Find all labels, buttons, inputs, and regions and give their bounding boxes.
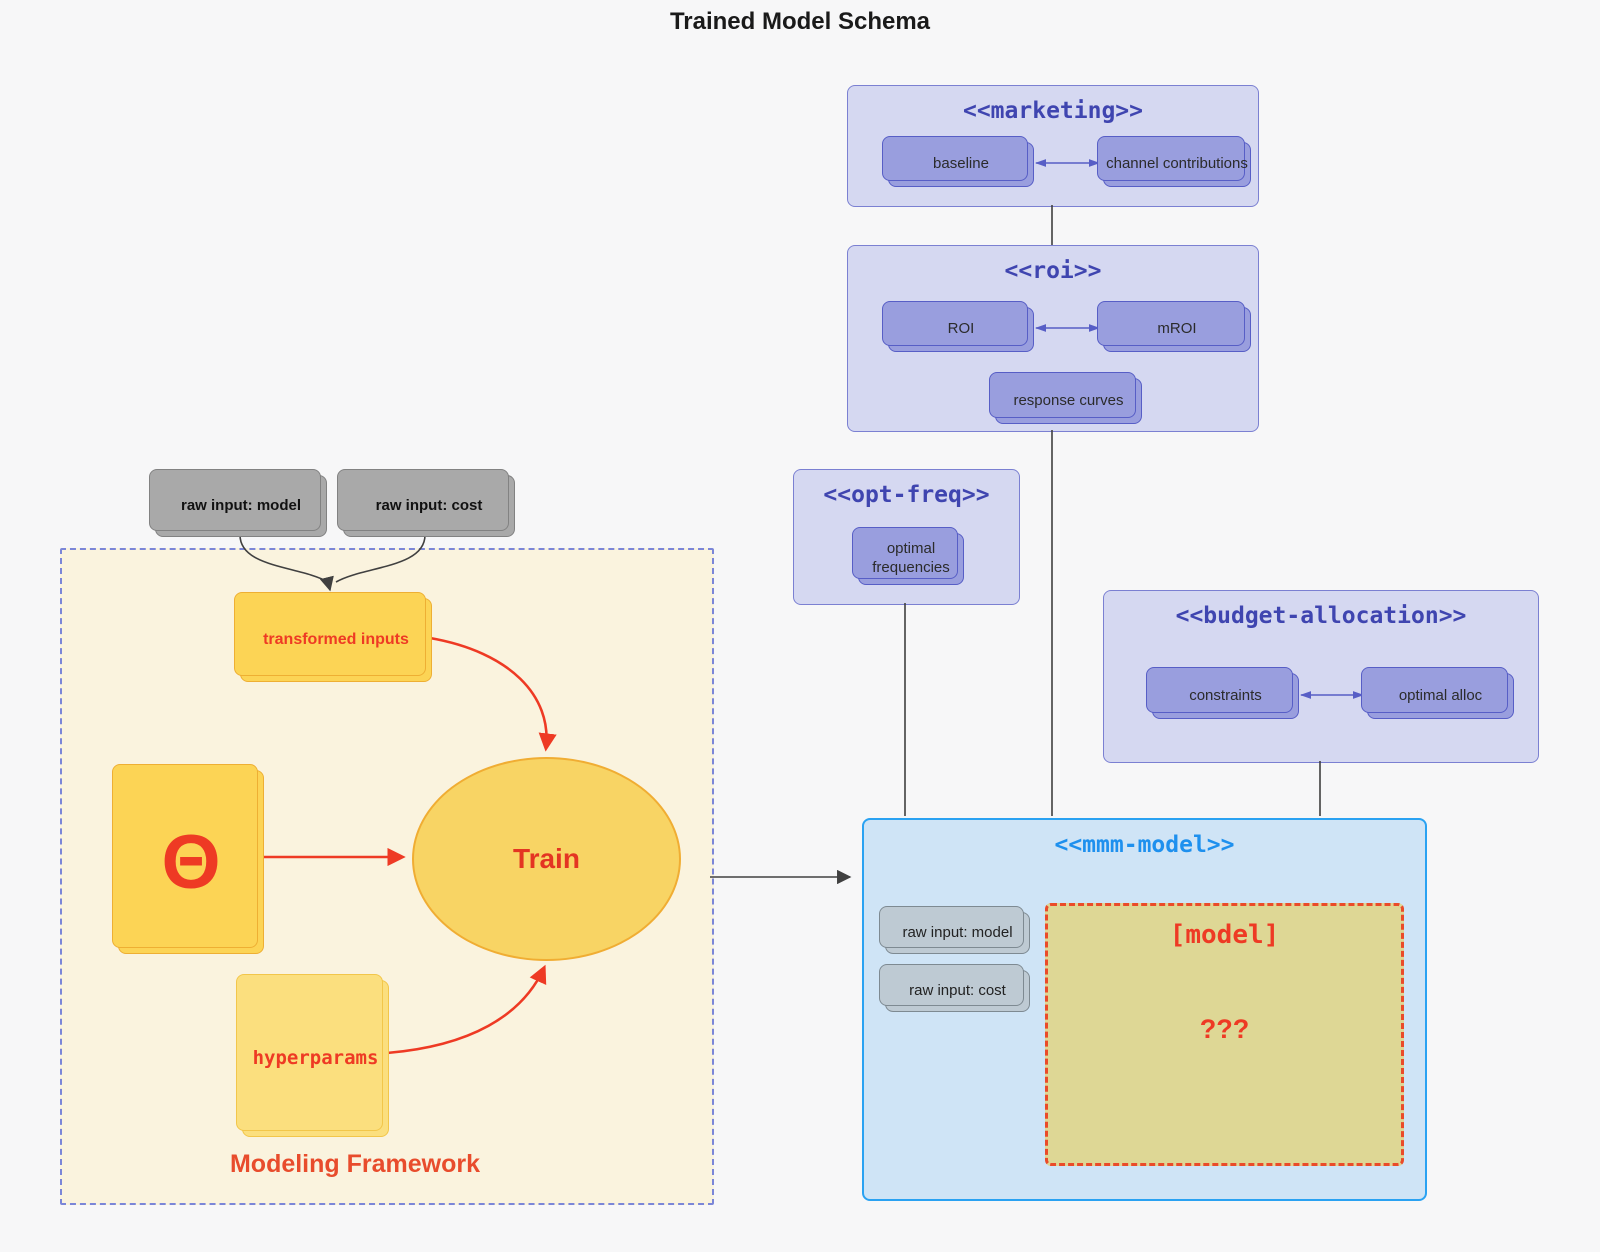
raw-input-cost-label: raw input: cost — [375, 496, 483, 514]
baseline-node: baseline — [882, 136, 1034, 187]
model-unknown-label: ??? — [1199, 1014, 1250, 1044]
channel-contributions-node: channel contributions — [1097, 136, 1251, 187]
raw-input-model-label: raw input: model — [181, 496, 301, 514]
marketing-container-title: <<marketing>> — [962, 98, 1143, 124]
mmm-raw-input-model-node: raw input: model — [879, 906, 1030, 954]
optimal-alloc-label: optimal alloc — [1398, 686, 1483, 704]
baseline-label: baseline — [933, 155, 989, 173]
budget-allocation-container-title: <<budget-allocation>> — [1175, 603, 1467, 629]
mmm-raw-input-cost-node: raw input: cost — [879, 964, 1030, 1012]
raw-input-cost-node: raw input: cost — [337, 469, 515, 537]
diagram-title: Trained Model Schema — [669, 8, 931, 35]
modeling-framework-label: Modeling Framework — [229, 1150, 481, 1178]
train-ellipse-node: Train — [412, 757, 681, 961]
response-curves-node: response curves — [989, 372, 1142, 424]
roi-node: ROI — [882, 301, 1034, 352]
constraints-label: constraints — [1189, 686, 1262, 704]
mmm-model-container-title: <<mmm-model>> — [1054, 832, 1235, 858]
mmm-raw-input-model-label: raw input: model — [902, 923, 1013, 941]
transformed-inputs-label: transformed inputs — [263, 631, 409, 648]
response-curves-label: response curves — [1013, 391, 1124, 409]
mroi-label: mROI — [1157, 320, 1197, 338]
optimal-alloc-node: optimal alloc — [1361, 667, 1514, 719]
raw-input-model-node: raw input: model — [149, 469, 327, 537]
channel-contributions-label: channel contributions — [1106, 155, 1248, 173]
train-label: Train — [513, 843, 580, 874]
hyperparams-label: hyperparams — [252, 1046, 379, 1069]
optimal-frequencies-label: optimal frequencies — [872, 540, 950, 576]
optimal-frequencies-node: optimal frequencies — [852, 527, 964, 585]
roi-container-title: <<roi>> — [1004, 258, 1102, 284]
opt-freq-container-title: <<opt-freq>> — [823, 482, 990, 508]
mmm-raw-input-cost-label: raw input: cost — [909, 981, 1006, 999]
model-placeholder-box: [model] ??? — [1045, 903, 1404, 1166]
transformed-inputs-node: transformed inputs — [234, 592, 432, 682]
constraints-node: constraints — [1146, 667, 1299, 719]
model-placeholder-label: [model] — [1169, 920, 1280, 950]
mroi-node: mROI — [1097, 301, 1251, 352]
theta-label: Θ — [161, 819, 221, 905]
hyperparams-node: hyperparams — [236, 974, 389, 1137]
roi-label: ROI — [947, 320, 975, 338]
theta-node: Θ — [112, 764, 264, 954]
